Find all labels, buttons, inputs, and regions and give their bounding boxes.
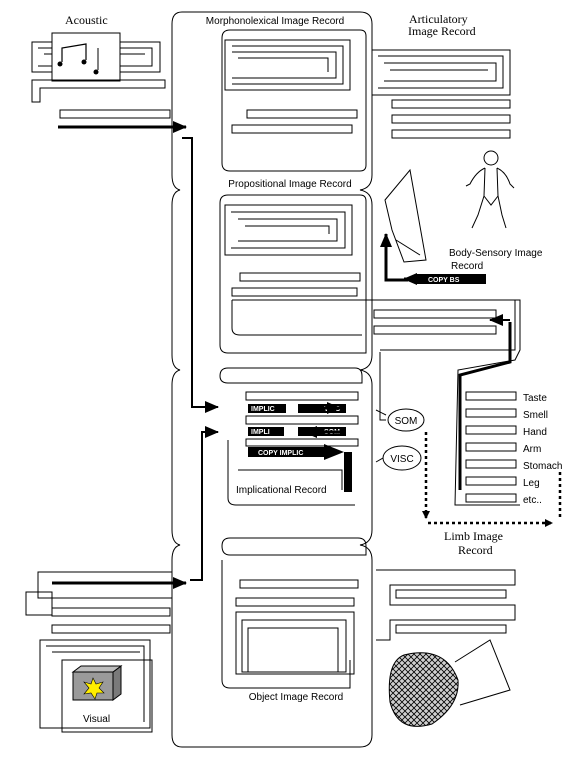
implicational-label: Implicational Record — [236, 485, 327, 496]
limb-bar — [465, 425, 517, 435]
star-icon — [83, 677, 105, 700]
limb-item-label: Leg — [523, 478, 540, 489]
visual-label: Visual — [83, 714, 110, 725]
som-visc-nodes: SOM VISC — [375, 352, 562, 527]
object-subsystem: Object Image Record — [221, 537, 367, 703]
hatched-shape — [388, 652, 459, 727]
limb-bar — [465, 459, 517, 469]
tag-impli: IMPLI — [251, 429, 270, 436]
tag-copy-bs: COPY BS — [428, 277, 460, 284]
object-label: Object Image Record — [249, 692, 344, 703]
limb-item-label: etc.. — [523, 495, 542, 506]
limb-item-label: Smell — [523, 410, 548, 421]
articulatory-label-2: Image Record — [408, 24, 476, 38]
tag-copy-implic: COPY IMPLIC — [258, 450, 303, 457]
limb-bar — [465, 476, 517, 486]
limb-item-label: Taste — [523, 393, 547, 404]
body-sensory-label-2: Record — [451, 261, 483, 272]
limb-bar — [465, 442, 517, 452]
limb-item-label: Hand — [523, 427, 547, 438]
propositional-subsystem: Propositional Image Record — [219, 179, 372, 354]
central-column — [171, 11, 373, 748]
implicational-subsystem: IMPLIC VISC IMPLI SOM COPY IMPLIC Implic… — [219, 367, 363, 506]
body-sensory-subsystem: Body-Sensory Image Record COPY BS — [372, 150, 543, 351]
body-sensory-label-1: Body-Sensory Image — [449, 248, 543, 259]
articulatory-subsystem: Articulatory Image Record — [372, 12, 511, 139]
limb-bar — [465, 391, 517, 401]
visual-subsystem: Visual — [25, 426, 219, 733]
limb-bar — [465, 493, 517, 503]
acoustic-subsystem: Acoustic — [31, 13, 187, 133]
flow-visual-to-implicational — [190, 426, 219, 581]
tag-implic: IMPLIC — [251, 406, 275, 413]
limb-item-label: Arm — [523, 444, 541, 455]
person-icon — [465, 150, 515, 229]
visc-node: VISC — [390, 454, 413, 465]
morphonolexical-subsystem: Morphonolexical Image Record — [206, 16, 367, 172]
limb-bar — [465, 408, 517, 418]
limb-label-2: Record — [458, 543, 493, 557]
propositional-label: Propositional Image Record — [228, 179, 351, 190]
limb-item-label: Stomach — [523, 461, 562, 472]
limb-label-1: Limb Image — [444, 529, 503, 543]
flow-acoustic-to-implicational — [182, 137, 219, 413]
morphonolexical-label: Morphonolexical Image Record — [206, 16, 344, 27]
limb-lower-record — [376, 569, 516, 727]
acoustic-label: Acoustic — [65, 13, 108, 27]
som-node: SOM — [395, 416, 418, 427]
articulatory-label-1: Articulatory — [409, 12, 468, 26]
